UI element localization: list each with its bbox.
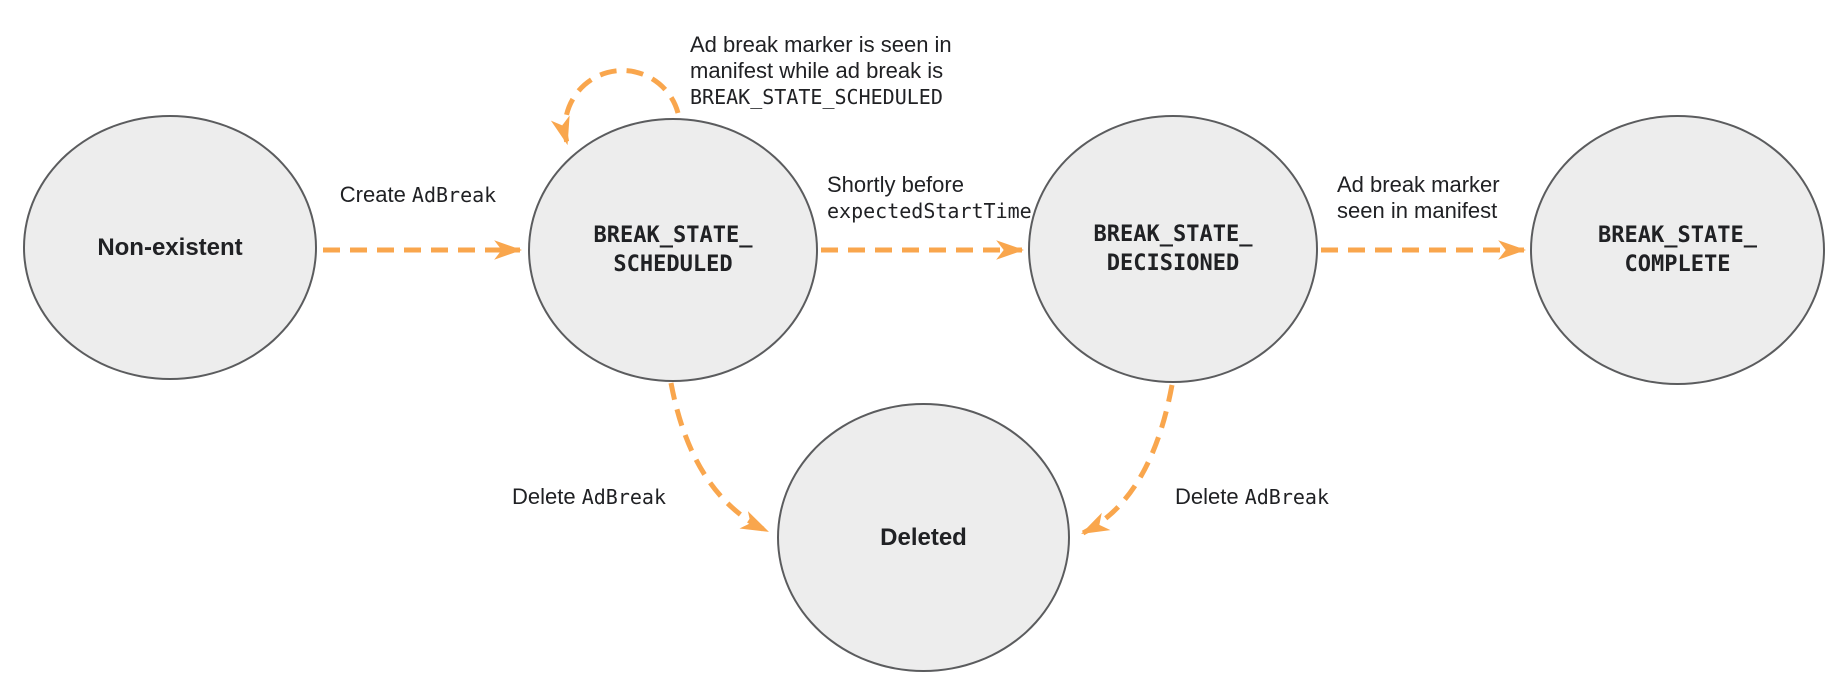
edge-label-text: Ad break marker bbox=[1337, 172, 1500, 197]
edge-label-create-adbreak: Create AdBreak bbox=[318, 182, 518, 208]
edge-label-text: Delete bbox=[511, 484, 582, 509]
state-label-non-existent: Non-existent bbox=[97, 234, 243, 261]
transition-delete-from-decisioned-arrow bbox=[1081, 384, 1175, 536]
edge-label-self-loop: Ad break marker is seen in manifest whil… bbox=[690, 32, 952, 110]
edge-label-code: AdBreak bbox=[1244, 485, 1330, 509]
edge-label-marker-seen: Ad break marker seen in manifest bbox=[1337, 172, 1500, 224]
edge-label-code: expectedStartTime bbox=[827, 199, 1032, 223]
transition-delete-from-scheduled-arrow bbox=[668, 382, 769, 534]
edge-label-delete-adbreak-left: Delete AdBreak bbox=[489, 484, 689, 510]
edge-label-shortly-before: Shortly before expectedStartTime bbox=[827, 172, 1032, 224]
edge-label-code: BREAK_STATE_SCHEDULED bbox=[690, 85, 943, 109]
edge-label-text: Ad break marker is seen in bbox=[690, 32, 952, 57]
transition-self-loop-arrow bbox=[550, 68, 681, 146]
state-label-break-state-scheduled: BREAK_STATE_ SCHEDULED bbox=[593, 223, 753, 277]
state-label-deleted: Deleted bbox=[880, 524, 967, 551]
state-node-break-state-decisioned: BREAK_STATE_ DECISIONED bbox=[1028, 115, 1318, 383]
edge-label-text: Shortly before bbox=[827, 172, 964, 197]
state-label-break-state-complete: BREAK_STATE_ COMPLETE bbox=[1598, 223, 1757, 277]
edge-label-text: Delete bbox=[1175, 484, 1245, 509]
edge-label-text: manifest while ad break is bbox=[690, 58, 944, 83]
edge-label-text: Create bbox=[339, 182, 412, 207]
state-node-break-state-scheduled: BREAK_STATE_ SCHEDULED bbox=[528, 118, 818, 382]
state-node-deleted: Deleted bbox=[777, 403, 1070, 672]
state-node-break-state-complete: BREAK_STATE_ COMPLETE bbox=[1530, 115, 1825, 385]
state-label-break-state-decisioned: BREAK_STATE_ DECISIONED bbox=[1093, 222, 1253, 276]
edge-label-code: AdBreak bbox=[411, 183, 497, 207]
state-node-non-existent: Non-existent bbox=[23, 115, 317, 380]
edge-label-text: seen in manifest bbox=[1337, 198, 1498, 223]
edge-label-delete-adbreak-right: Delete AdBreak bbox=[1175, 484, 1329, 510]
edge-label-code: AdBreak bbox=[581, 485, 666, 509]
